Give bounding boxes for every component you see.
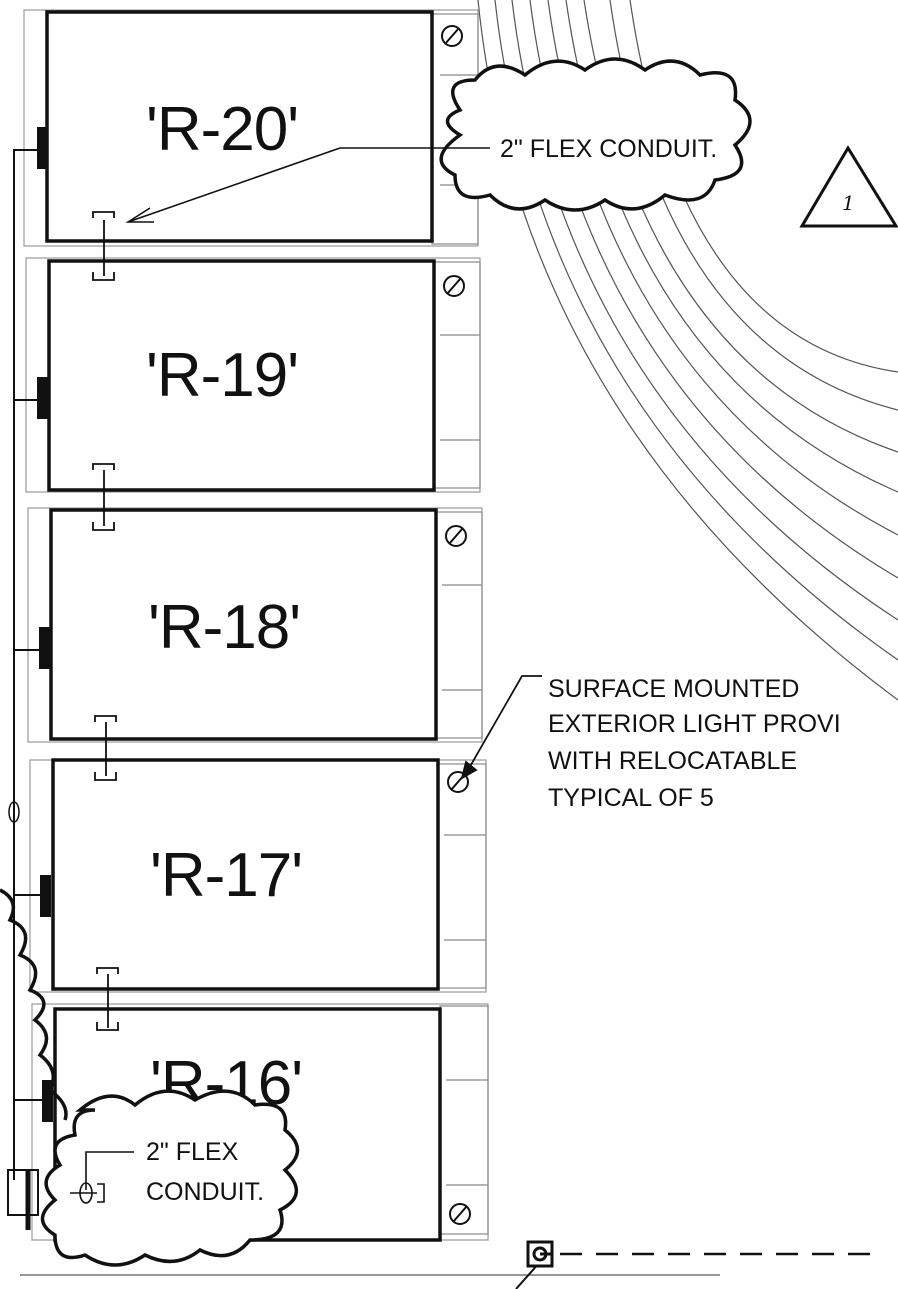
light-fixture-icon	[441, 25, 463, 47]
panel-box	[7, 1169, 39, 1216]
light-fixture-icon	[443, 275, 465, 297]
connector-block	[40, 875, 51, 917]
flex-note-line: CONDUIT.	[146, 1178, 264, 1206]
connector-block	[39, 627, 50, 669]
light-note-line: WITH RELOCATABLE	[548, 747, 797, 775]
bottom-lines	[20, 1240, 880, 1289]
unit-box-r19	[47, 259, 436, 492]
leader-arrow-top	[125, 147, 490, 223]
revision-cloud-top	[439, 57, 752, 212]
revision-triangle: 1	[799, 145, 898, 228]
light-fixture-icon	[449, 1203, 471, 1225]
unit-box-r20	[45, 10, 434, 243]
light-note-line: SURFACE MOUNTED	[548, 675, 799, 703]
unit-label: 'R-20'	[146, 95, 298, 164]
flex-conduit-note-bottom: 2" FLEX CONDUIT.	[146, 1138, 264, 1206]
unit-box-r17	[51, 758, 440, 991]
leader-bottom	[70, 1151, 134, 1204]
connector-block	[42, 1080, 53, 1122]
connector-block	[37, 377, 48, 419]
junction-brackets	[92, 211, 119, 1031]
exterior-lights	[441, 25, 471, 1225]
connector-block	[37, 127, 48, 169]
light-note-line: EXTERIOR LIGHT PROVI	[548, 710, 841, 738]
side-panels	[431, 13, 489, 1235]
flex-conduit-note-top: 2" FLEX CONDUIT.	[500, 135, 717, 163]
light-note-line: TYPICAL OF 5	[548, 784, 714, 812]
unit-box-r18	[49, 508, 438, 741]
unit-label: 'R-18'	[148, 593, 300, 662]
flex-note-line: 2" FLEX	[146, 1138, 239, 1166]
light-note: SURFACE MOUNTED EXTERIOR LIGHT PROVI WIT…	[548, 675, 841, 812]
unit-label: 'R-19'	[146, 341, 298, 410]
light-fixture-icon	[445, 525, 467, 547]
revision-cloud-left	[0, 888, 68, 1121]
left-conduit	[7, 127, 53, 1230]
revision-cloud-bottom	[40, 1089, 300, 1267]
leader-arrow-light	[460, 675, 542, 780]
unit-labels: 'R-20' 'R-19' 'R-18' 'R-17' 'R-16'	[146, 95, 303, 1118]
pole-light-icon	[526, 1240, 554, 1268]
revision-number: 1	[842, 191, 855, 215]
unit-label: 'R-17'	[150, 841, 302, 910]
